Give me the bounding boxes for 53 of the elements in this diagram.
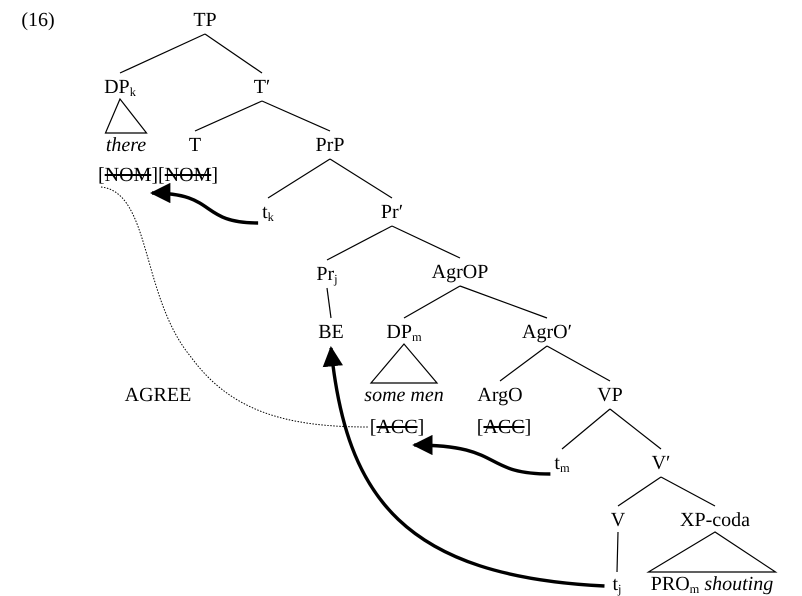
trace-label: t$_{j}$	[612, 574, 622, 594]
case-feature: [ACC]	[476, 417, 532, 437]
branch-line	[204, 34, 262, 74]
branch-line	[618, 476, 662, 506]
category-label: AgrO′	[522, 322, 572, 342]
branch-line	[392, 225, 460, 259]
branch-line	[562, 408, 610, 450]
roof-triangle	[370, 343, 438, 384]
agree-label: AGREE	[124, 385, 192, 405]
branch-line	[404, 285, 460, 319]
roof-triangle	[646, 531, 778, 573]
branch-line	[460, 285, 548, 319]
movement-arrow	[323, 346, 605, 588]
branch-line	[262, 100, 330, 132]
word-label: there	[106, 135, 146, 155]
movement-arrow	[150, 184, 258, 225]
roof-triangle	[104, 98, 148, 134]
agree-line	[100, 186, 368, 428]
branch-line	[660, 476, 716, 507]
category-label: DP$_{k}$	[104, 77, 136, 97]
word-label: some men	[364, 385, 444, 405]
branch-line	[326, 225, 392, 261]
example-number: (16)	[21, 10, 55, 30]
branch-line	[616, 532, 619, 572]
branch-line	[500, 346, 548, 382]
category-label: Pr$_{j}$	[316, 264, 338, 284]
trace-label: t$_{k}$	[262, 202, 274, 222]
branch-line	[330, 158, 392, 198]
category-label: T′	[254, 77, 270, 97]
category-label: ArgO	[477, 385, 523, 405]
category-label: AgrOP	[432, 262, 488, 282]
branch-line	[326, 288, 332, 318]
category-label: VP	[597, 385, 623, 405]
movement-arrow	[412, 435, 550, 476]
category-label: V	[610, 510, 626, 530]
branch-line	[194, 100, 262, 132]
word-label: PRO$_{m}$ shouting	[650, 574, 774, 594]
category-label: BE	[318, 322, 344, 342]
case-feature: [NOM]	[158, 165, 218, 185]
case-feature: [NOM]	[98, 165, 158, 185]
case-feature: [ACC]	[370, 417, 424, 437]
category-label: V′	[652, 453, 670, 473]
branch-line	[610, 408, 662, 450]
category-label: PrP	[316, 135, 344, 155]
category-label: DP$_{m}$	[386, 322, 422, 342]
category-label: XP-coda	[680, 510, 750, 530]
category-label: TP	[193, 10, 217, 30]
branch-line	[268, 158, 330, 198]
branch-line	[546, 345, 610, 382]
category-label: T	[188, 135, 202, 155]
branch-line	[120, 33, 206, 74]
category-label: Pr′	[380, 202, 404, 222]
trace-label: t$_{m}$	[554, 453, 570, 473]
